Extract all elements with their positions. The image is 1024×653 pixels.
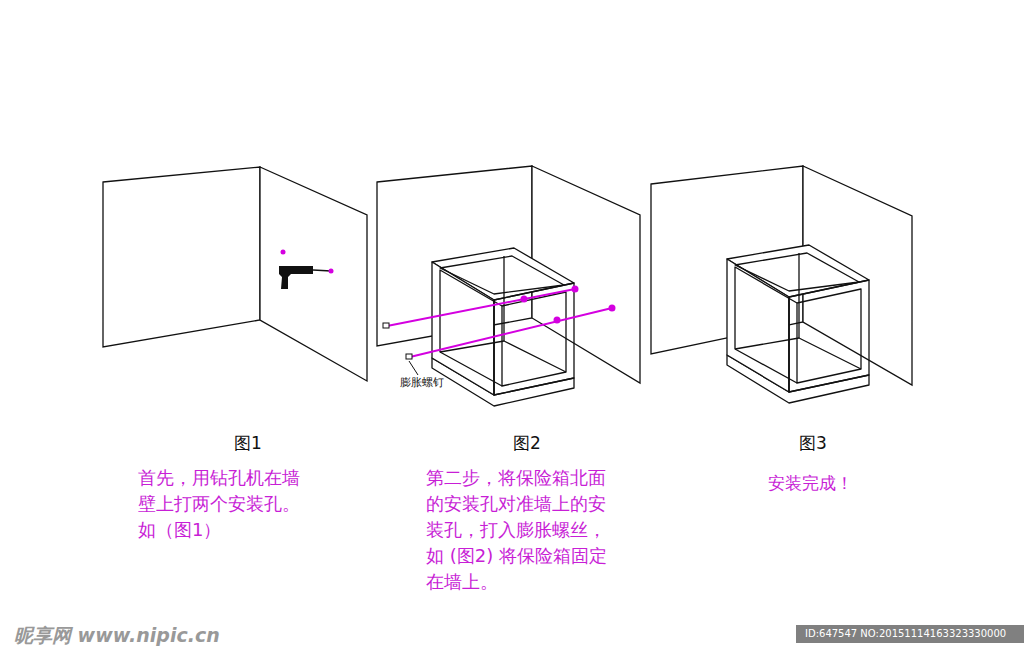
drill-icon: [279, 250, 334, 290]
figure-number: 图2: [513, 430, 541, 456]
figure-number: 图3: [799, 430, 827, 456]
part-label: 膨胀螺钉: [400, 376, 444, 390]
figure-number: 图1: [234, 430, 262, 456]
step-note: 第二步，将保险箱北面 的安装孔对准墙上的安 装孔，打入膨胀螺丝， 如 (图2) …: [426, 465, 613, 595]
safe-box: [727, 245, 869, 403]
id-text: ID:647547 NO:20151114163323330000: [805, 626, 1006, 642]
step-note: 首先，用钻孔机在墙 壁上打两个安装孔。 如（图1）: [138, 465, 311, 543]
anchor-bolts: [383, 287, 615, 360]
safe-box: [432, 248, 574, 406]
watermark: 昵享网 www.nipic.cn: [14, 622, 220, 648]
step-note: 安装完成！: [768, 470, 853, 496]
id-bar: [796, 625, 1024, 643]
wall-figure-1: [103, 167, 367, 381]
leader-line: [409, 361, 418, 375]
